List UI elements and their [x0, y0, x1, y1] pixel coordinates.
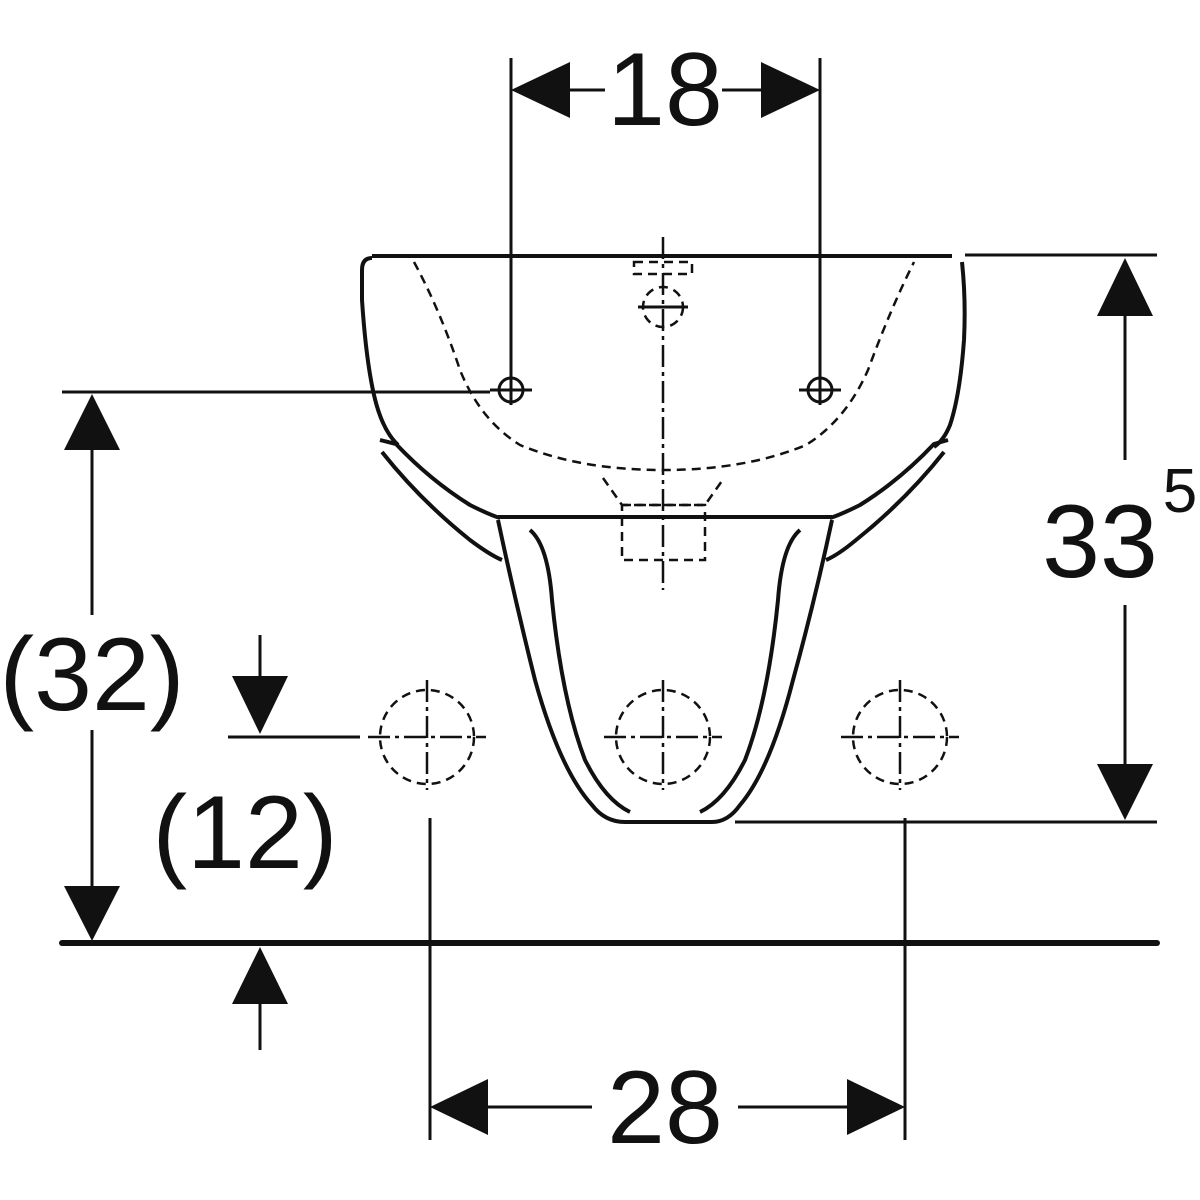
- dimension-label-18: 18: [607, 32, 723, 148]
- tap-hole-right: [799, 376, 841, 404]
- hidden-bowl-contour: [412, 237, 916, 590]
- supply-connection-right: [841, 680, 959, 790]
- dimension-label-33: 33: [1042, 484, 1158, 600]
- dimension-label-superscript-5: 5: [1163, 457, 1197, 526]
- dimension-33-5: 33 5: [735, 253, 1197, 824]
- dimension-label-28: 28: [607, 1050, 723, 1166]
- dimension-18: 18: [509, 32, 822, 405]
- dimension-12: (12): [153, 635, 360, 1050]
- dimension-label-32: (32): [0, 617, 184, 733]
- supply-connection-center: [604, 680, 722, 790]
- dimension-32: (32): [0, 390, 490, 941]
- dimension-label-12: (12): [153, 775, 338, 891]
- supply-connection-left: [368, 680, 486, 790]
- tap-hole-left: [490, 376, 532, 404]
- dimension-28: 28: [428, 818, 907, 1166]
